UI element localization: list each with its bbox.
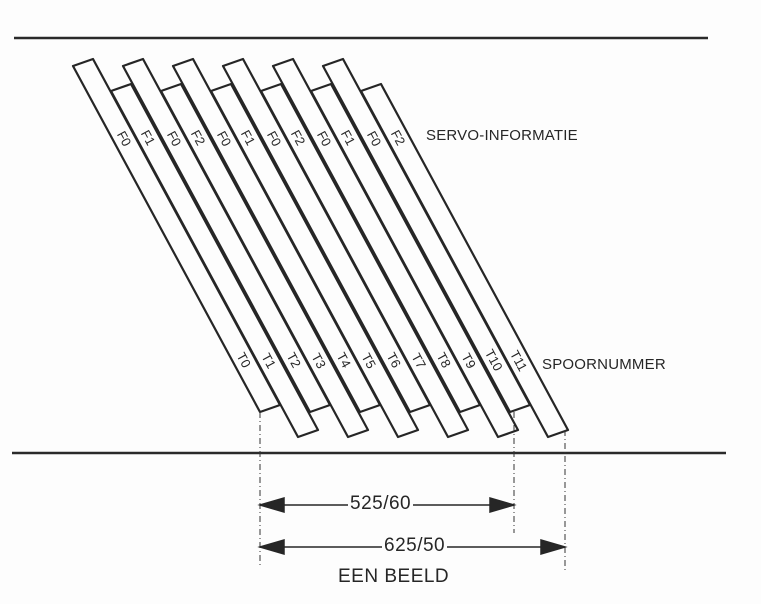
track-label: T5 [359,351,379,371]
track-label: T2 [284,350,304,370]
field-label: F2 [188,127,208,147]
field-label: F0 [264,128,284,148]
dim-label-625-50: 625/50 [382,535,448,557]
field-label: F0 [114,128,134,148]
track-label: T6 [384,350,404,370]
helical-tracks: F1T1F2T3F1T5F2T7F1T9F2T11F0T0F0T2F0T4F0T… [71,57,570,439]
field-label: F0 [164,128,184,148]
dim-label-525-60: 525/60 [348,493,414,515]
field-label: F1 [338,127,358,147]
field-label: F2 [288,127,308,147]
track-label: T7 [409,351,429,371]
servo-info-label: SERVO-INFORMATIE [426,127,578,144]
field-label: F0 [364,128,384,148]
track-number-label: SPOORNUMMER [542,356,666,373]
frame-label: EEN BEELD [336,566,452,588]
field-label: F1 [138,127,158,147]
track-label: T0 [234,350,254,370]
track-label: T8 [434,350,454,370]
track-label: T1 [259,351,279,371]
track-label: T4 [334,350,354,370]
field-label: F0 [214,128,234,148]
dimension-lines [259,412,566,570]
field-label: F0 [314,128,334,148]
field-label: F1 [238,127,258,147]
track-label: T3 [309,351,329,371]
track-label: T9 [459,351,479,371]
field-label: F2 [388,127,408,147]
